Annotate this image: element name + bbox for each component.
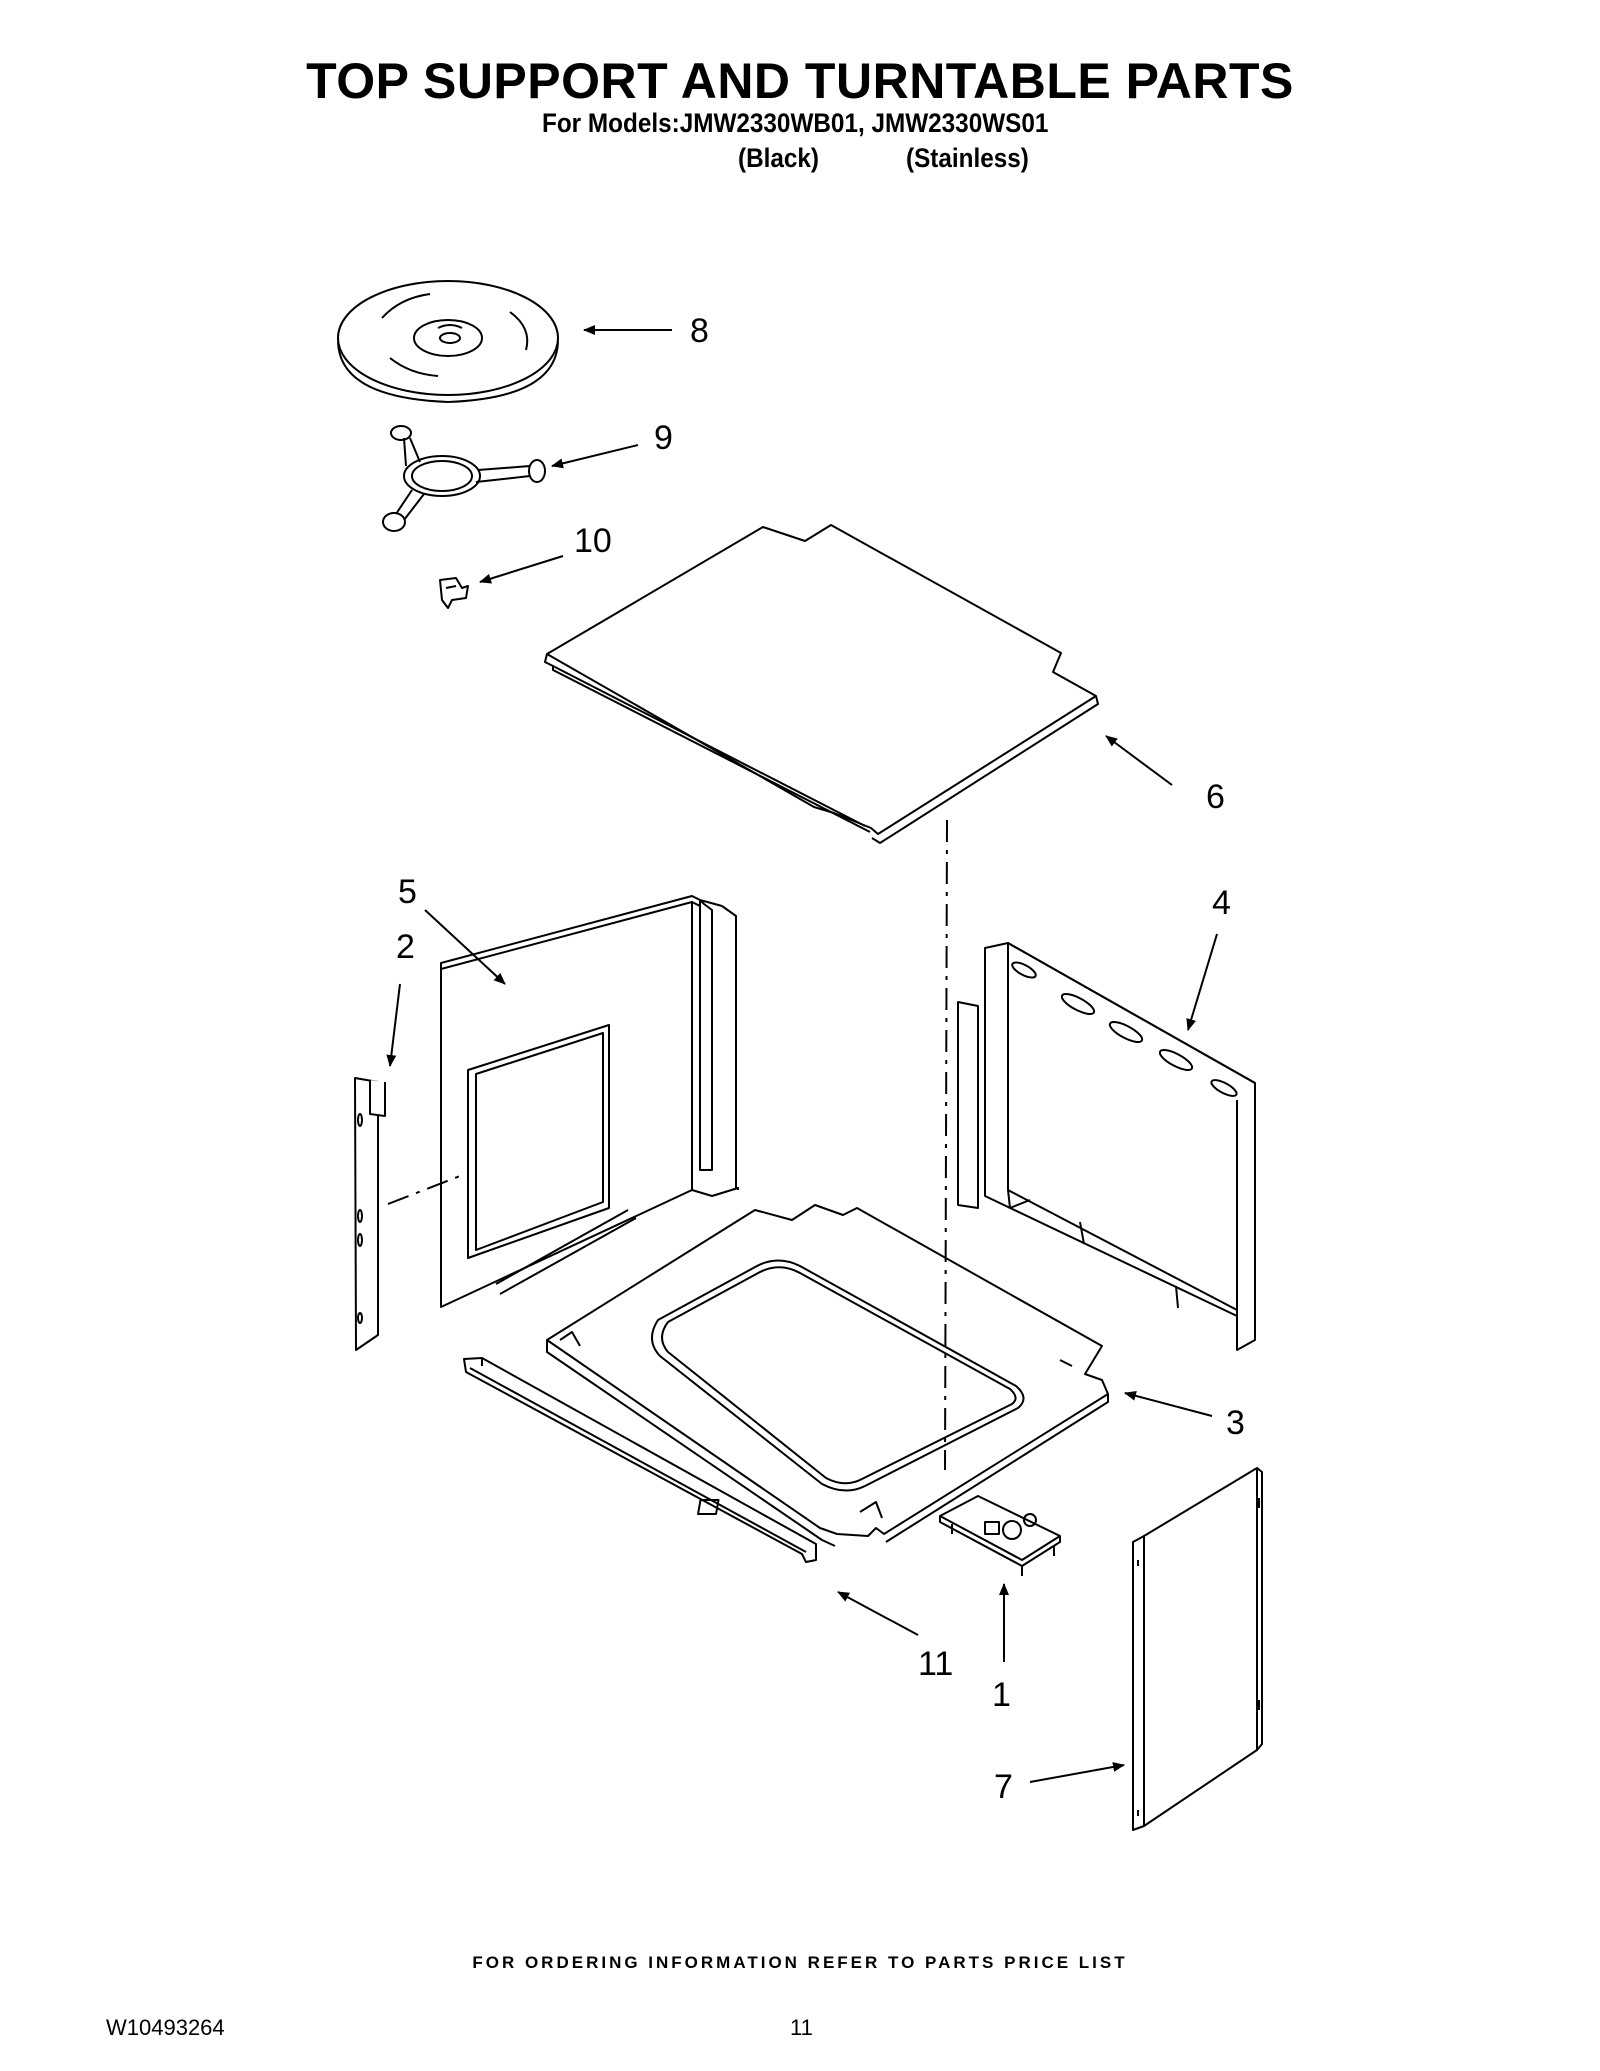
leader-arrow-4 [1186,933,1218,1031]
leader-arrow-2 [386,983,401,1067]
callout-6: 6 [1206,778,1225,816]
coupler-part [439,577,469,609]
assembly-line-vertical [944,819,948,1471]
right-side-panel-part [957,942,1256,1351]
callout-9: 9 [654,419,673,457]
left-side-panel-part [440,895,739,1308]
leader-arrow-11 [837,1591,919,1636]
variant-stainless-label: (Stainless) [906,143,1029,173]
leader-arrow-5 [424,909,506,985]
page-title: TOP SUPPORT AND TURNTABLE PARTS [306,53,1294,109]
callout-1: 1 [992,1676,1011,1714]
top-panel-part [544,524,1099,844]
callout-11: 11 [918,1645,953,1683]
variant-black-label: (Black) [738,143,820,173]
leader-arrow-3 [1124,1390,1213,1417]
callout-8: 8 [690,312,709,350]
callout-2: 2 [396,928,415,966]
left-bracket-strip-part [354,1077,386,1351]
leader-arrow-7 [1029,1762,1125,1783]
leader-arrow-6 [1105,735,1173,786]
callout-3: 3 [1226,1404,1245,1442]
turntable-tray-part [337,280,559,403]
page-number: 11 [790,2015,813,2040]
roller-support-part [382,425,546,532]
front-trim-rail-part [463,1357,817,1563]
leader-arrow-9 [551,444,639,469]
base-plate-part [546,1204,1109,1547]
models-line: For Models:JMW2330WB01, JMW2330WS01 [542,108,1049,138]
assembly-line-left [387,1175,461,1205]
document-number: W10493264 [106,2015,225,2040]
ordering-info-note: FOR ORDERING INFORMATION REFER TO PARTS … [472,1953,1128,1972]
right-trim-panel-part [1132,1467,1263,1831]
control-board-part [697,1495,1061,1576]
callout-7: 7 [994,1768,1013,1806]
callout-5: 5 [398,873,417,911]
callout-4: 4 [1212,884,1231,922]
callout-10: 10 [574,522,612,560]
leader-arrow-10 [479,555,564,584]
